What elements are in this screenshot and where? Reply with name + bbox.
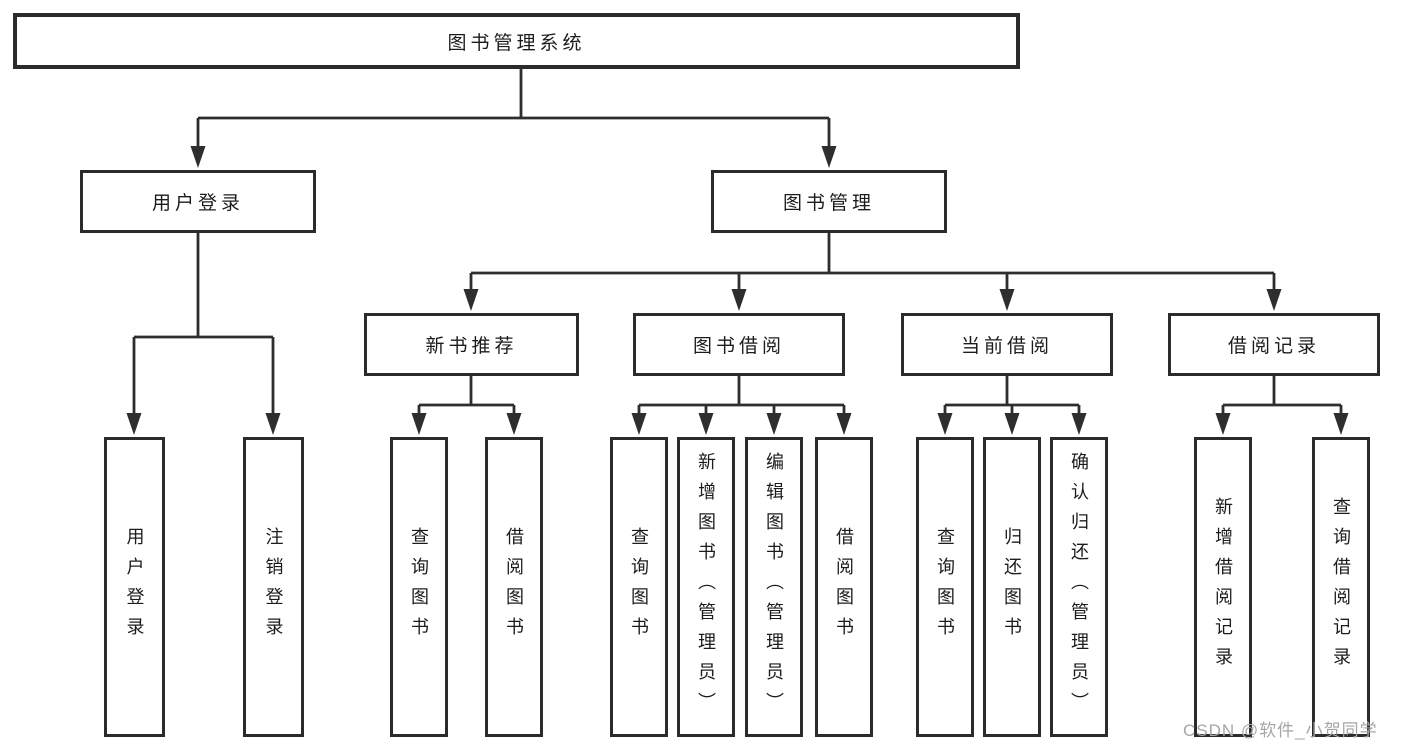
- leaf-add-book-admin: 新增图书（管理员）: [677, 437, 735, 737]
- node-label: 新书推荐: [425, 336, 518, 357]
- node-book-management: 图书管理: [711, 170, 947, 233]
- node-book-borrowing: 图书借阅: [633, 313, 845, 376]
- leaf-query-borrow-record: 查询借阅记录: [1312, 437, 1370, 737]
- leaf-query-books-1: 查询图书: [390, 437, 448, 737]
- node-label: 借阅记录: [1227, 336, 1320, 357]
- leaf-query-books-2: 查询图书: [610, 437, 668, 737]
- leaf-confirm-return-admin: 确认归还（管理员）: [1050, 437, 1108, 737]
- watermark: CSDN @软件_小贺同学: [1183, 721, 1378, 740]
- node-new-book-recommend: 新书推荐: [364, 313, 579, 376]
- node-label: 用户登录: [151, 193, 244, 214]
- node-current-borrowing: 当前借阅: [901, 313, 1113, 376]
- node-label: 用户登录: [124, 527, 145, 647]
- node-label: 借阅图书: [834, 527, 854, 647]
- node-label: 确认归还（管理员）: [1069, 452, 1089, 722]
- node-label: 编辑图书（管理员）: [764, 452, 784, 722]
- node-library-system: 图书管理系统: [13, 13, 1020, 69]
- node-label: 当前借阅: [960, 336, 1053, 357]
- node-label: 图书借阅: [692, 336, 785, 357]
- node-label: 图书管理系统: [447, 32, 586, 54]
- leaf-query-books-3: 查询图书: [916, 437, 974, 737]
- leaf-logout: 注销登录: [243, 437, 304, 737]
- node-label: 归还图书: [1002, 527, 1022, 647]
- node-label: 查询图书: [935, 527, 955, 647]
- leaf-edit-book-admin: 编辑图书（管理员）: [745, 437, 803, 737]
- node-label: 新增借阅记录: [1213, 497, 1233, 677]
- node-label: 借阅图书: [504, 527, 524, 647]
- node-borrowing-records: 借阅记录: [1168, 313, 1380, 376]
- node-label: 新增图书（管理员）: [696, 452, 716, 722]
- node-label: 图书管理: [782, 193, 875, 214]
- leaf-user-login: 用户登录: [104, 437, 165, 737]
- node-label: 注销登录: [263, 527, 284, 647]
- leaf-borrow-books-1: 借阅图书: [485, 437, 543, 737]
- node-label: 查询图书: [629, 527, 649, 647]
- leaf-add-borrow-record: 新增借阅记录: [1194, 437, 1252, 737]
- leaf-return-book: 归还图书: [983, 437, 1041, 737]
- node-user-login: 用户登录: [80, 170, 316, 233]
- node-label: 查询借阅记录: [1331, 497, 1351, 677]
- node-label: 查询图书: [409, 527, 429, 647]
- leaf-borrow-books-2: 借阅图书: [815, 437, 873, 737]
